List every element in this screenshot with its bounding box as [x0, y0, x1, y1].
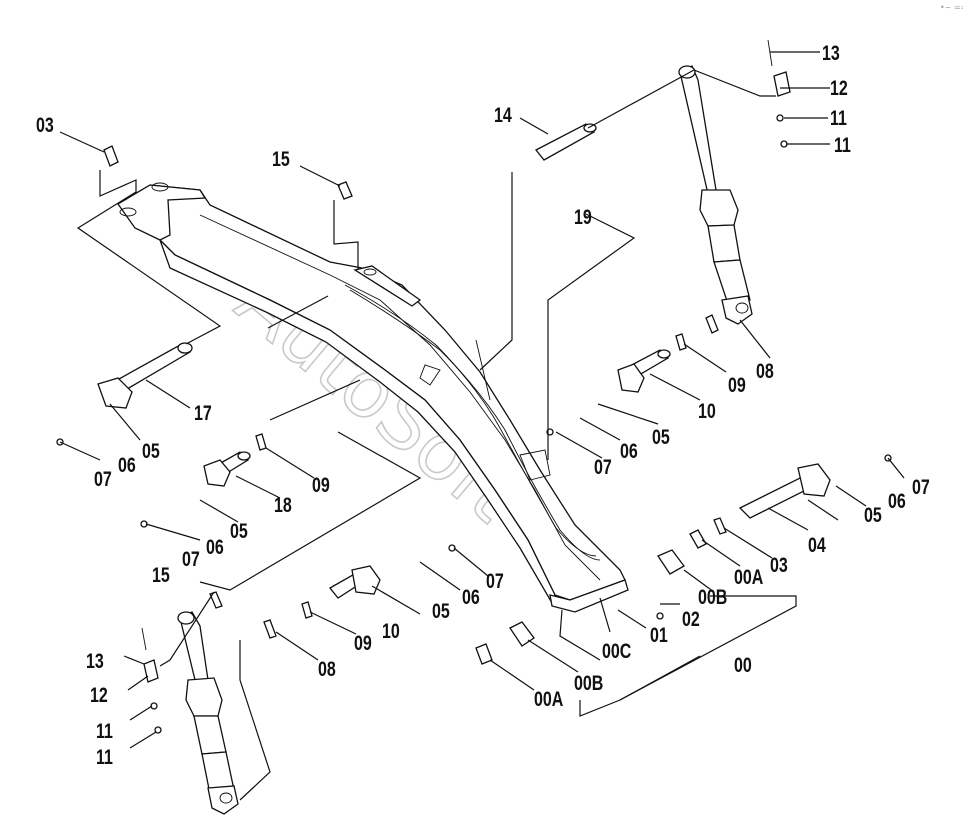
label-13-bottom: 13 — [86, 650, 104, 674]
part-labels: 13 12 11 11 14 03 15 19 17 05 06 07 08 0… — [36, 42, 930, 770]
label-10-bottom: 10 — [382, 620, 400, 644]
plates-and-washers — [56, 39, 892, 734]
pin-04 — [738, 463, 831, 519]
label-11-bottom-b: 11 — [96, 746, 113, 770]
label-11-top-a: 11 — [830, 107, 847, 131]
label-12-top: 12 — [830, 77, 848, 101]
label-05-d: 05 — [432, 600, 450, 624]
label-04: 04 — [808, 534, 826, 558]
label-09-top: 09 — [728, 374, 746, 398]
label-07-d: 07 — [486, 570, 504, 594]
label-02: 02 — [682, 608, 700, 632]
label-11-top-b: 11 — [834, 134, 851, 158]
label-01: 01 — [650, 624, 668, 648]
label-00A-right: 00A — [734, 566, 764, 590]
label-00C: 00C — [602, 640, 632, 664]
label-00A-bottom: 00A — [534, 688, 564, 712]
pin-18 — [203, 451, 251, 487]
pin-10-bottom — [329, 565, 381, 599]
label-07-r: 07 — [912, 476, 930, 500]
pin-10-top — [617, 349, 671, 393]
label-05-b: 05 — [652, 426, 670, 450]
label-12-bottom: 12 — [90, 684, 108, 708]
label-06-d: 06 — [462, 586, 480, 610]
label-08-top: 08 — [756, 360, 774, 384]
label-00B-bottom: 00B — [574, 672, 603, 696]
label-13-top: 13 — [822, 42, 840, 66]
label-15-bottom: 15 — [152, 564, 170, 588]
pin-17 — [97, 342, 193, 409]
label-06-a: 06 — [118, 454, 136, 478]
label-10-top: 10 — [698, 400, 716, 424]
label-14: 14 — [494, 104, 512, 128]
label-07-c: 07 — [182, 548, 200, 572]
label-06-r: 06 — [888, 490, 906, 514]
label-09-bottom: 09 — [354, 632, 372, 656]
pin-14 — [534, 123, 597, 161]
boom-body — [116, 182, 629, 613]
leader-lines — [59, 51, 905, 801]
label-00B-right: 00B — [698, 586, 727, 610]
label-18: 18 — [274, 494, 292, 518]
label-11-bottom-a: 11 — [96, 720, 113, 744]
label-05-c: 05 — [230, 520, 248, 544]
label-03-right: 03 — [770, 554, 788, 578]
label-08-bottom: 08 — [318, 658, 336, 682]
label-06-b: 06 — [620, 440, 638, 464]
label-06-c: 06 — [206, 536, 224, 560]
label-15-top: 15 — [272, 148, 290, 172]
label-03-top: 03 — [36, 114, 54, 138]
label-19: 19 — [574, 206, 592, 230]
label-07-a: 07 — [94, 468, 112, 492]
corner-mark: •~ == — [940, 3, 963, 12]
label-05-a: 05 — [142, 440, 160, 464]
label-17: 17 — [194, 402, 212, 426]
label-05-r: 05 — [864, 504, 882, 528]
arm-cylinder-top — [678, 65, 753, 325]
arm-cylinder-bottom — [177, 611, 239, 815]
label-00: 00 — [734, 654, 752, 678]
label-09-mid: 09 — [312, 474, 330, 498]
label-07-b: 07 — [594, 456, 612, 480]
